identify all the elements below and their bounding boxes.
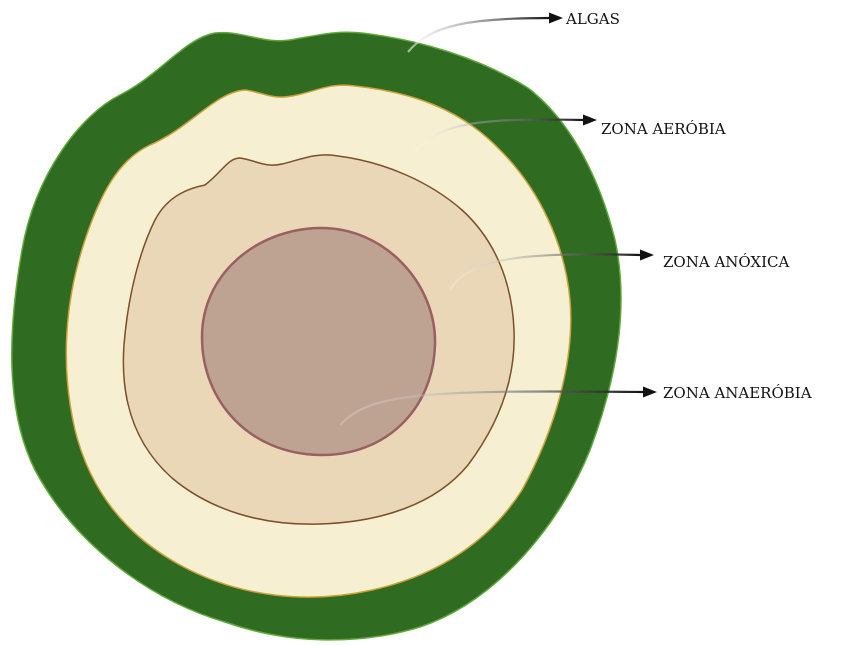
anoxic-arrowhead: [640, 250, 654, 261]
aerobic-arrowhead: [583, 115, 597, 126]
anaerobic-arrowhead: [643, 387, 657, 398]
algae-label: ALGAS: [565, 10, 620, 28]
anaerobic-core: [202, 228, 435, 455]
algae-arrowhead: [549, 13, 563, 24]
anoxic-zone-label: ZONA ANÓXICA: [663, 253, 790, 271]
anaerobic-zone-label: ZONA ANAERÓBIA: [663, 384, 812, 402]
aerobic-zone-label: ZONA AERÓBIA: [601, 120, 726, 138]
